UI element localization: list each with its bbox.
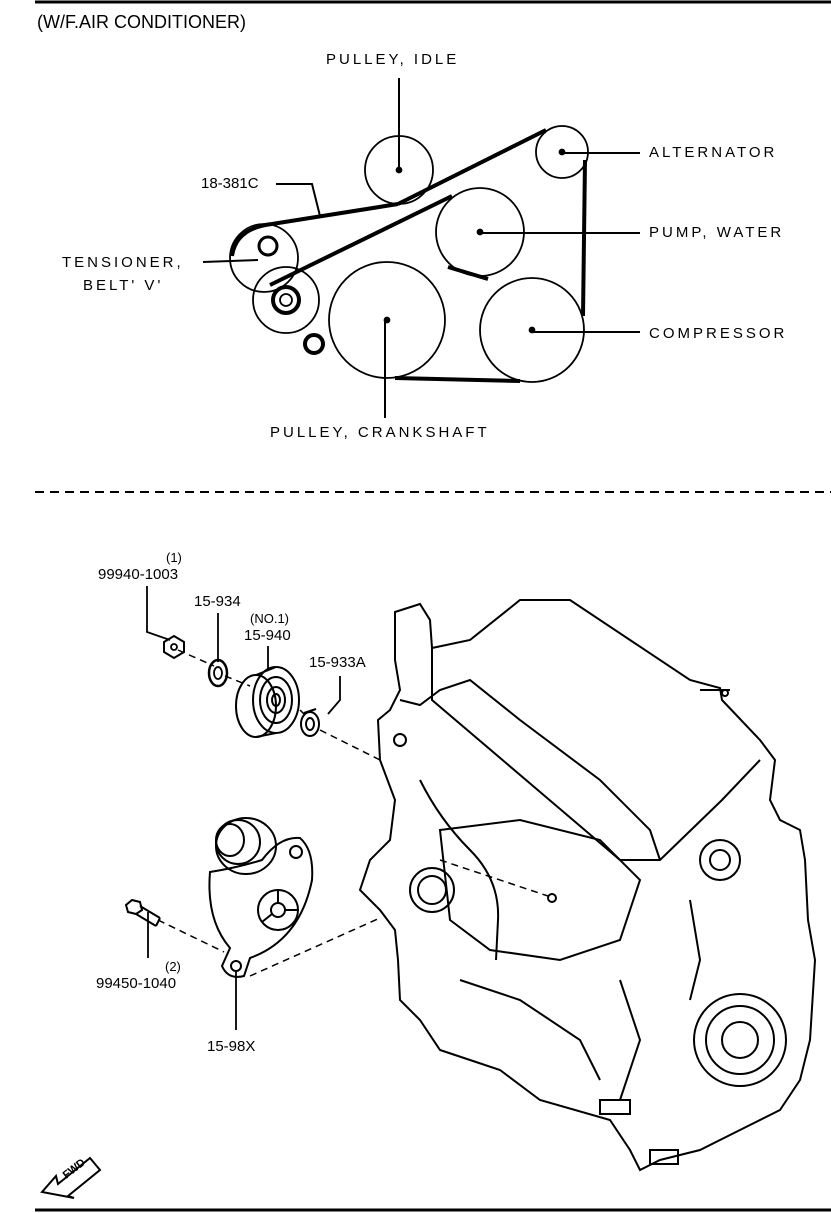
fwd-arrow-icon xyxy=(40,1156,102,1199)
tensioner-assembly xyxy=(208,817,314,978)
belt-routing-diagram xyxy=(202,78,640,418)
flange-nut-hole xyxy=(170,643,178,651)
washer-hole xyxy=(213,666,223,680)
label-pump-water: PUMP, WATER xyxy=(649,224,785,241)
tensioner-bolt xyxy=(124,898,161,927)
idler-pulley-part xyxy=(235,666,300,738)
tensioner-pulley xyxy=(252,266,320,334)
label-bolt1-qty: (1) xyxy=(166,550,182,565)
label-alternator: ALTERNATOR xyxy=(649,144,778,161)
flange-nut xyxy=(163,634,185,660)
leader-spacer xyxy=(327,676,341,715)
tensioner-pivot xyxy=(257,235,279,257)
leader-bolt1 xyxy=(146,586,171,641)
crank-center xyxy=(383,316,391,324)
pump-center xyxy=(476,228,484,236)
tensioner-lower-boss xyxy=(303,333,325,355)
label-idler-part: 15-940 xyxy=(244,627,291,644)
spacer-part xyxy=(300,708,320,737)
label-bolt1-part: 99940-1003 xyxy=(98,566,179,583)
label-tensioner-line1: TENSIONER, xyxy=(62,254,184,271)
label-bolt2-qty: (2) xyxy=(165,959,181,974)
label-bolt2-part: 99450-1040 xyxy=(96,975,177,992)
label-tensioner-part: 15-98X xyxy=(207,1038,256,1055)
label-compressor: COMPRESSOR xyxy=(649,325,788,342)
label-pulley-crankshaft: PULLEY, CRANKSHAFT xyxy=(270,424,490,441)
engine-block xyxy=(358,599,817,1172)
tensioner-arm-pulley xyxy=(229,223,299,293)
label-belt-part: 18-381C xyxy=(201,175,259,192)
tensioner-pulley-hub xyxy=(271,285,301,315)
tensioner-pulley-hub-inner xyxy=(279,293,293,307)
compressor-pulley xyxy=(479,277,585,383)
label-washer-part: 15-934 xyxy=(194,593,241,610)
parts-diagram xyxy=(40,586,817,1199)
label-pulley-idle: PULLEY, IDLE xyxy=(326,51,460,68)
label-tensioner-line2: BELT' V' xyxy=(83,277,164,294)
washer xyxy=(207,658,229,688)
idle-center xyxy=(395,166,403,174)
leader-lines xyxy=(202,78,640,418)
drive-belt xyxy=(230,128,587,383)
crankshaft-pulley xyxy=(328,261,446,379)
label-idler-note: (NO.1) xyxy=(250,611,289,626)
page-title: (W/F.AIR CONDITIONER) xyxy=(37,12,246,32)
label-spacer-part: 15-933A xyxy=(309,654,366,671)
